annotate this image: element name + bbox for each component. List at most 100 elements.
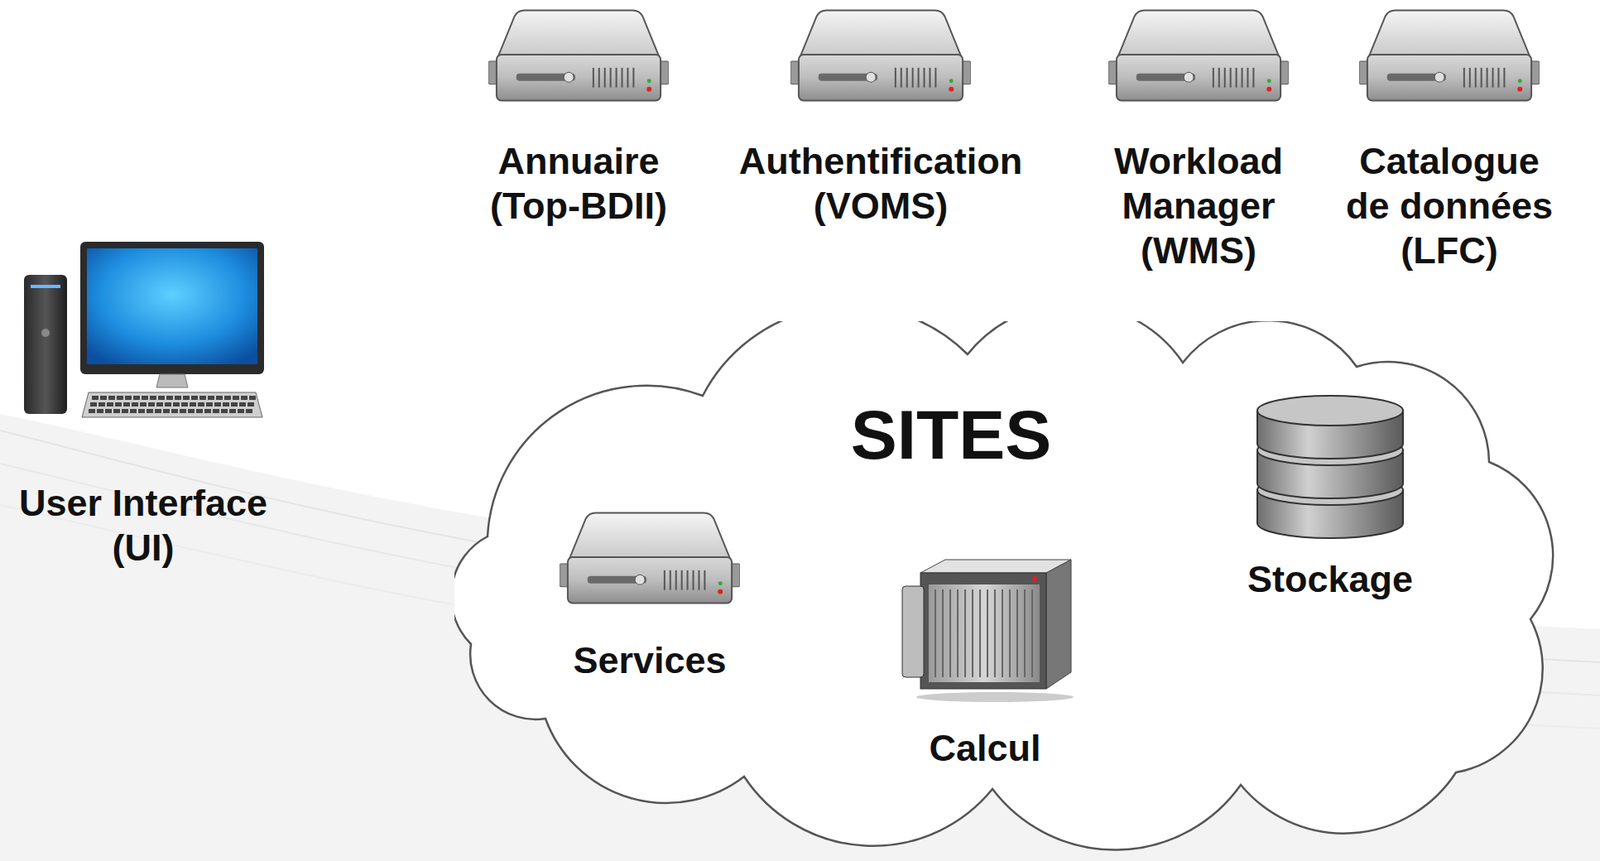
key (174, 395, 182, 400)
key (212, 408, 220, 414)
server-vent (1492, 67, 1495, 88)
server-icon (559, 510, 740, 607)
server-vent (928, 67, 931, 88)
key (123, 402, 130, 407)
server-knob (563, 72, 574, 82)
key (90, 402, 97, 407)
server-body (1116, 54, 1281, 101)
rack-slat (994, 589, 996, 678)
server-vent (934, 67, 937, 88)
server-vent (1475, 67, 1477, 88)
key (149, 395, 157, 400)
rack-led (1032, 576, 1038, 582)
key (224, 395, 231, 400)
server-led (718, 581, 723, 586)
key (239, 402, 246, 407)
rack-slat (964, 589, 966, 678)
key (240, 395, 248, 400)
grid-component: Stockage (1222, 390, 1438, 602)
server-vent (1497, 67, 1500, 88)
rack-slat (941, 589, 944, 678)
server-top (1369, 10, 1530, 57)
tower-light (30, 284, 61, 289)
server-vent (703, 570, 706, 591)
server-icon (1108, 8, 1289, 105)
server-top (800, 10, 961, 57)
key (204, 408, 212, 414)
server-body (496, 54, 661, 101)
server-icon (488, 8, 669, 105)
server-body (567, 557, 732, 603)
key (216, 395, 223, 400)
server-vent (1246, 67, 1249, 88)
key (96, 408, 104, 414)
server-vent (610, 67, 612, 88)
server-body (1367, 54, 1532, 101)
component-label: Authentification (VOMS) (715, 139, 1047, 229)
key (249, 395, 256, 400)
key (148, 402, 155, 407)
key (164, 402, 172, 407)
key (129, 408, 137, 414)
key (133, 395, 140, 400)
rack-slat (1016, 589, 1019, 678)
grid-component: Authentification (VOMS) (715, 8, 1047, 229)
key (113, 408, 121, 414)
cloud-path (454, 321, 1553, 851)
server-vent (615, 67, 618, 88)
key (247, 402, 255, 407)
rack-front (920, 572, 1047, 689)
server-vent (1235, 67, 1238, 88)
server-vent (1241, 67, 1244, 88)
disk-top (1257, 395, 1404, 426)
sites-cloud: SITESServicesCalculStockage (454, 321, 1592, 858)
component-label: Stockage (1222, 557, 1438, 602)
server-vent (604, 67, 606, 88)
key (156, 402, 164, 407)
rack-slat (971, 589, 974, 678)
rack-slat (986, 589, 989, 678)
rack-slat (949, 589, 952, 678)
rack-icon (895, 556, 1076, 705)
server-vent (632, 67, 635, 88)
rack-slat (1023, 589, 1026, 678)
key (229, 408, 236, 414)
server-vent (1224, 67, 1226, 88)
server-led (646, 86, 652, 92)
server-vent (1230, 67, 1232, 88)
key (138, 408, 145, 414)
grid-component: User Interface (UI) (6, 241, 280, 571)
rack-slat (934, 589, 937, 678)
key (207, 395, 215, 400)
server-vent (1469, 67, 1471, 88)
server-icon (790, 8, 971, 105)
rack-slat (1001, 589, 1004, 678)
server-vent (675, 570, 678, 591)
rack-shadow (916, 691, 1074, 702)
server-vent (598, 67, 601, 88)
rack-slat (1009, 589, 1011, 678)
component-label: User Interface (UI) (6, 480, 280, 571)
component-label: Services (542, 638, 758, 683)
key (141, 395, 149, 400)
key (197, 402, 205, 407)
server-vent (894, 67, 897, 88)
rack-slat (979, 589, 981, 678)
server-top (569, 513, 731, 559)
server-led (647, 78, 652, 83)
monitor (80, 241, 265, 375)
tower-button (41, 328, 50, 337)
key (105, 408, 112, 414)
key (171, 408, 178, 414)
component-label: Catalogue de données (LFC) (1337, 139, 1562, 274)
server-led (949, 78, 954, 83)
server-vent (692, 570, 695, 591)
key (199, 395, 207, 400)
server-vent (592, 67, 595, 88)
server-vent (663, 570, 666, 591)
server-vent (1252, 67, 1255, 88)
rack-slat (1031, 589, 1034, 678)
screen (86, 248, 258, 365)
key (139, 402, 147, 407)
key (131, 402, 139, 407)
